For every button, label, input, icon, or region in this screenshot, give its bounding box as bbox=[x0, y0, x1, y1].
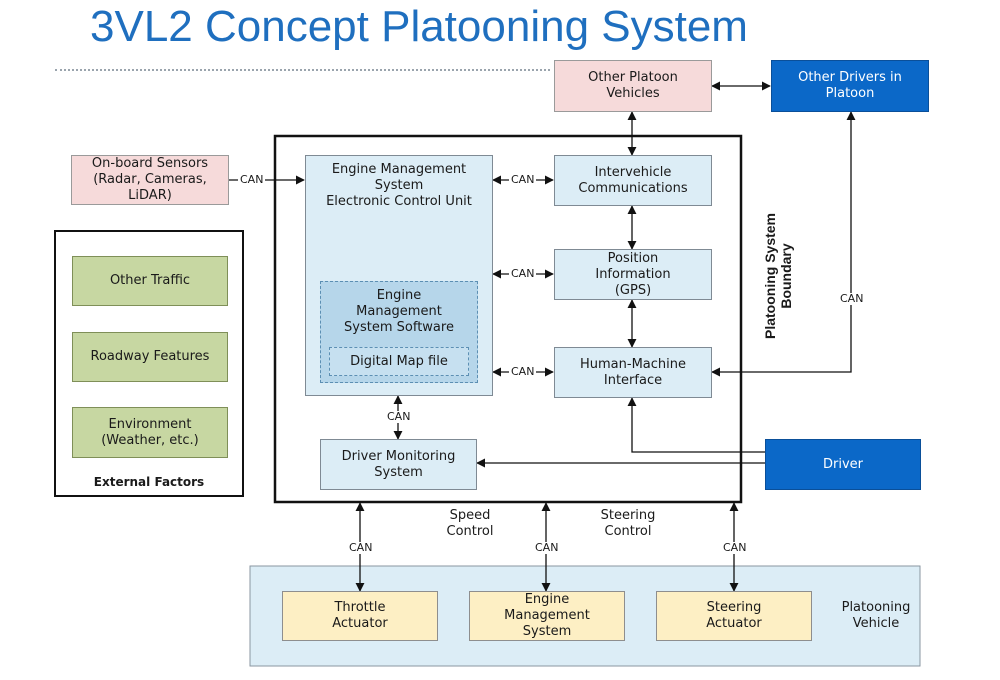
hmi-node: Human-Machine Interface bbox=[554, 347, 712, 398]
engine-management-system-node: Engine Management System bbox=[469, 591, 625, 641]
environment-node: Environment (Weather, etc.) bbox=[72, 407, 228, 458]
can-label-other-drivers: CAN bbox=[838, 292, 866, 305]
can-label-position: CAN bbox=[509, 267, 537, 280]
other-platoon-vehicles-node: Other Platoon Vehicles bbox=[554, 60, 712, 112]
position-information-node: Position Information (GPS) bbox=[554, 249, 712, 300]
can-label-sensors: CAN bbox=[238, 173, 266, 186]
steering-actuator-node: Steering Actuator bbox=[656, 591, 812, 641]
can-label-intervehicle: CAN bbox=[509, 173, 537, 186]
intervehicle-communications-node: Intervehicle Communications bbox=[554, 155, 712, 206]
can-label-engine-mgmt: CAN bbox=[533, 541, 561, 554]
steering-control-label: Steering Control bbox=[600, 508, 656, 539]
ems-software-node: Engine Management System Software bbox=[320, 281, 478, 383]
external-factors-label: External Factors bbox=[93, 475, 205, 489]
digital-map-node: Digital Map file bbox=[329, 347, 469, 376]
external-factors-frame bbox=[54, 230, 244, 497]
can-label-hmi: CAN bbox=[509, 365, 537, 378]
other-traffic-node: Other Traffic bbox=[72, 256, 228, 306]
page-title: 3VL2 Concept Platooning System bbox=[90, 2, 748, 51]
can-label-steering: CAN bbox=[721, 541, 749, 554]
other-drivers-node: Other Drivers in Platoon bbox=[771, 60, 929, 112]
driver-monitoring-node: Driver Monitoring System bbox=[320, 439, 477, 490]
onboard-sensors-node: On-board Sensors (Radar, Cameras, LiDAR) bbox=[71, 155, 229, 205]
driver-node: Driver bbox=[765, 439, 921, 490]
title-divider bbox=[55, 69, 550, 71]
can-label-throttle: CAN bbox=[347, 541, 375, 554]
can-label-driver-monitoring: CAN bbox=[385, 410, 413, 423]
platooning-system-boundary-label: Platooning System Boundary bbox=[762, 212, 794, 340]
throttle-actuator-node: Throttle Actuator bbox=[282, 591, 438, 641]
roadway-features-node: Roadway Features bbox=[72, 332, 228, 382]
platooning-vehicle-label: Platooning Vehicle bbox=[841, 600, 911, 631]
link-driver-hmi bbox=[627, 397, 765, 453]
link-hmi-other-drivers bbox=[711, 111, 856, 377]
speed-control-label: Speed Control bbox=[446, 508, 494, 539]
